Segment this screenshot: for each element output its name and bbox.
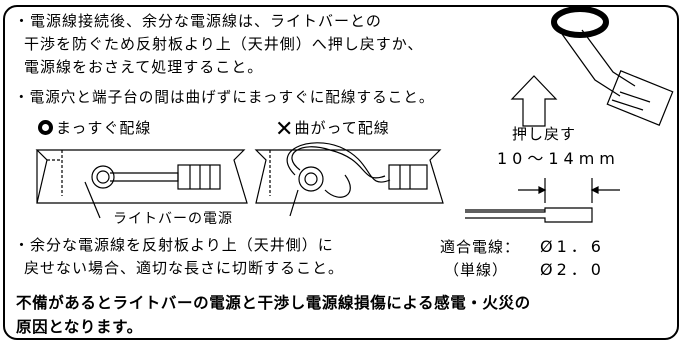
bullet-3-line-2: 戻せない場合、適切な長さに切断すること。: [24, 259, 345, 277]
ng-label-row: ✕曲がって配線: [275, 117, 390, 142]
warning-line-2: 原因となります。: [16, 318, 143, 336]
bullet-1-line-3: 電源線をおさえて処理すること。: [24, 58, 264, 76]
cross-icon: ✕: [275, 117, 295, 142]
bullet-1-line-1: ・電源線接続後、余分な電源線は、ライトバーとの: [14, 12, 382, 30]
bullet-3-line-1: ・余分な電源線を反射板より上（天井側）に: [14, 236, 334, 254]
bullet-2-line-1: ・電源穴と端子台の間は曲げずにまっすぐに配線すること。: [14, 89, 435, 106]
warning-line-1: 不備があるとライトバーの電源と干渉し電源線損傷による感電・火災の: [16, 294, 531, 312]
ceiling-hole-cable: [551, 6, 674, 126]
ok-circle-icon: [38, 120, 53, 135]
bullet-1-line-2: 干渉を防ぐため反射板より上（天井側）へ押し戻すか、: [24, 35, 424, 53]
wire-spec-value-2: Ø2．0: [540, 260, 605, 279]
ok-label-row: まっすぐ配線: [38, 119, 151, 137]
ng-reflector-diagram: [254, 142, 444, 217]
strip-length-dimension: [465, 178, 620, 223]
ok-reflector-diagram: [35, 149, 248, 219]
wire-spec-label: 適合電線：: [440, 238, 521, 256]
push-back-arrow: [510, 75, 558, 127]
wire-spec-value-1: Ø1．6: [540, 237, 605, 256]
wire-spec-sub-label: （単線）: [444, 261, 509, 279]
light-bar-power-label: ライトバーの電源: [113, 211, 233, 227]
ok-label: まっすぐ配線: [56, 119, 152, 137]
push-back-label: 押し戻す: [512, 125, 577, 143]
ng-label: 曲がって配線: [294, 119, 390, 137]
strip-length-label: 10～14mm: [497, 149, 620, 168]
